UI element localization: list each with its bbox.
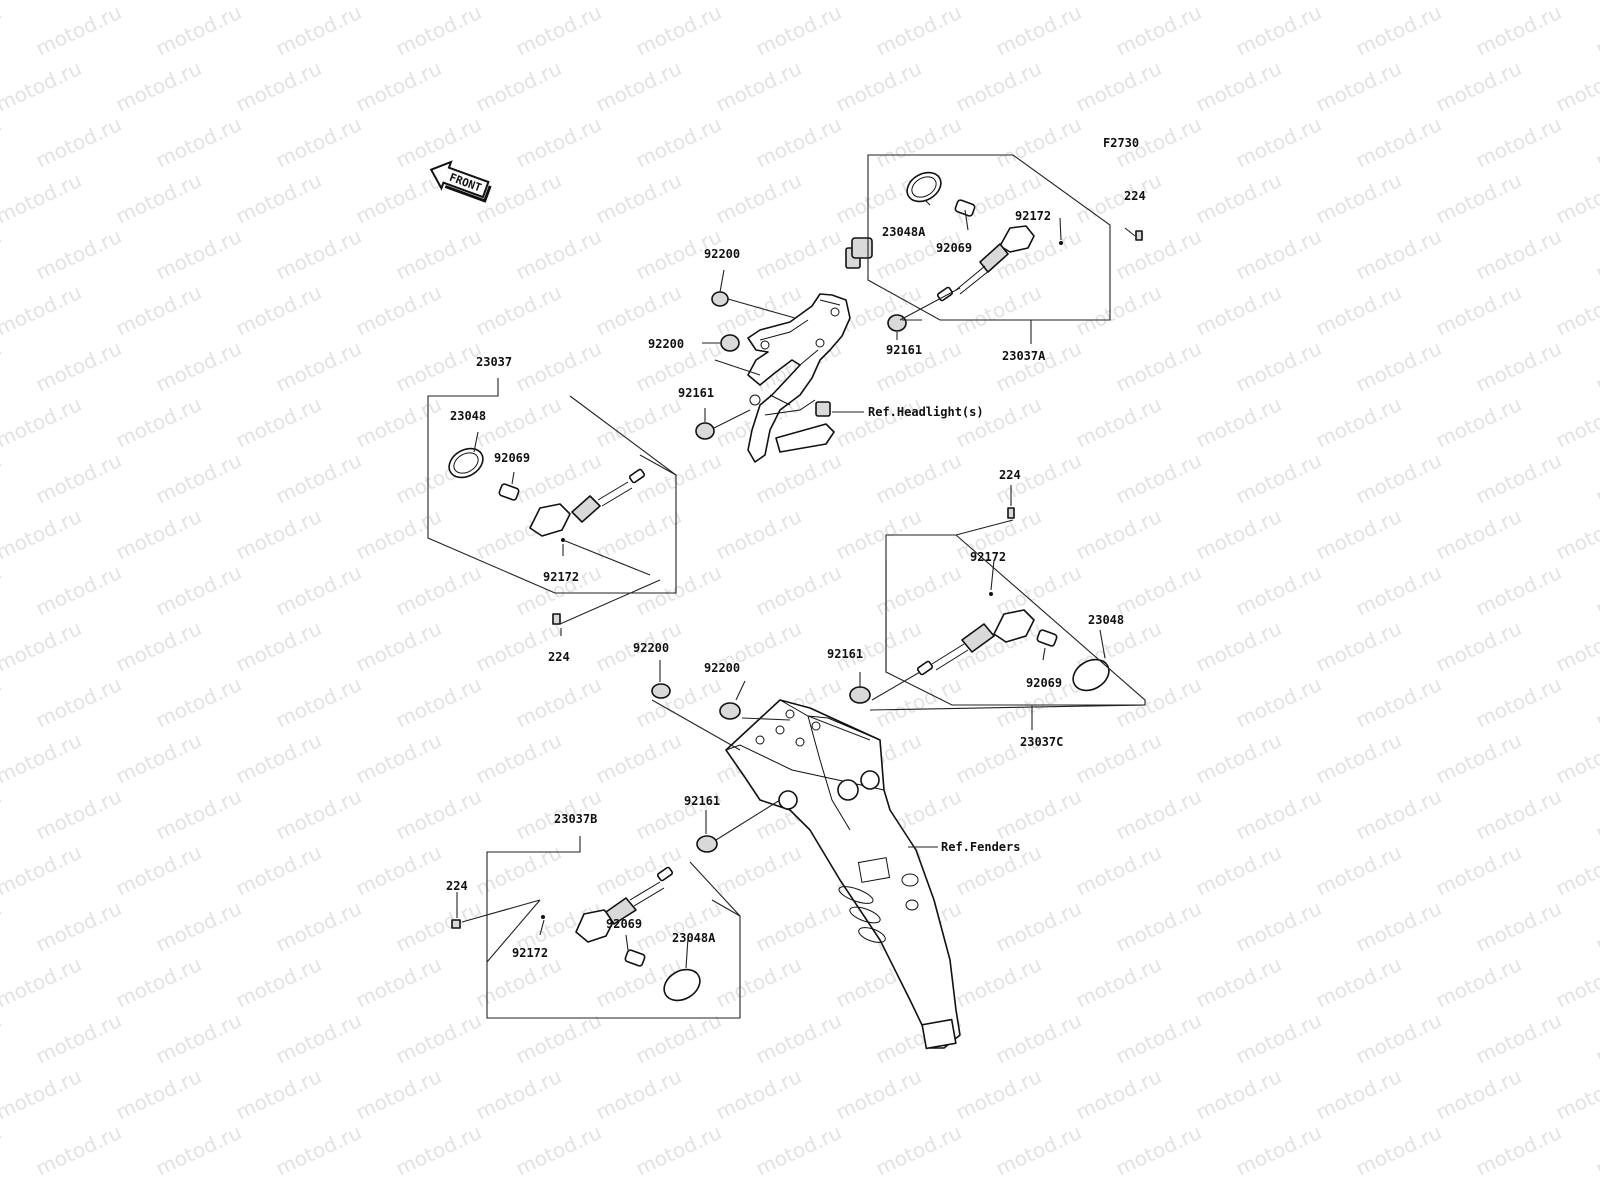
label-92161-a: 92161 [678, 386, 714, 400]
turn-signal-23037B [451, 866, 701, 1002]
label-23048A-b: 23048A [672, 931, 716, 945]
label-23048A-top: 23048A [882, 225, 926, 239]
label-92200-c: 92200 [633, 641, 669, 655]
label-23048-r: 23048 [1088, 613, 1124, 627]
grommet-92161-a [695, 422, 715, 440]
label-92069-top: 92069 [936, 241, 972, 255]
diagram-code: F2730 [1103, 136, 1139, 150]
label-23037B: 23037B [554, 812, 597, 826]
label-92172-r: 92172 [970, 550, 1006, 564]
label-92161-r: 92161 [827, 647, 863, 661]
label-92069-a: 92069 [494, 451, 530, 465]
label-224-r: 224 [999, 468, 1021, 482]
headlight-bracket [747, 237, 873, 463]
grommet-92200-a [711, 291, 729, 307]
label-92200-d: 92200 [704, 661, 740, 675]
front-arrow-icon: FRONT [429, 160, 492, 203]
grommet-92200-b [720, 334, 740, 352]
label-92069-b: 92069 [606, 917, 642, 931]
label-23037C: 23037C [1020, 735, 1063, 749]
label-23037: 23037 [476, 355, 512, 369]
label-92069-r: 92069 [1026, 676, 1062, 690]
label-92172-a: 92172 [543, 570, 579, 584]
label-92172-b: 92172 [512, 946, 548, 960]
grommet-92200-c [651, 683, 671, 699]
label-ref-headlight: Ref.Headlight(s) [868, 405, 984, 419]
label-224-b: 224 [446, 879, 468, 893]
label-23037A: 23037A [1002, 349, 1046, 363]
label-224-top: 224 [1124, 189, 1146, 203]
leader-lines [427, 154, 1146, 1019]
grommet-92161-b [696, 835, 718, 853]
turn-signal-23037A [906, 171, 1143, 302]
grommet-92200-d [719, 702, 741, 720]
turn-signal-23037C [849, 507, 1110, 704]
label-92161-top: 92161 [886, 343, 922, 357]
label-224-a: 224 [548, 650, 570, 664]
label-23048-a: 23048 [450, 409, 486, 423]
label-ref-fenders: Ref.Fenders [941, 840, 1020, 854]
turn-signal-23037 [448, 447, 646, 625]
label-92161-b: 92161 [684, 794, 720, 808]
label-92172-top: 92172 [1015, 209, 1051, 223]
rear-fender-bracket [725, 699, 961, 1050]
grommet-92161-top [887, 314, 907, 332]
label-92200-b: 92200 [648, 337, 684, 351]
label-92200-a: 92200 [704, 247, 740, 261]
